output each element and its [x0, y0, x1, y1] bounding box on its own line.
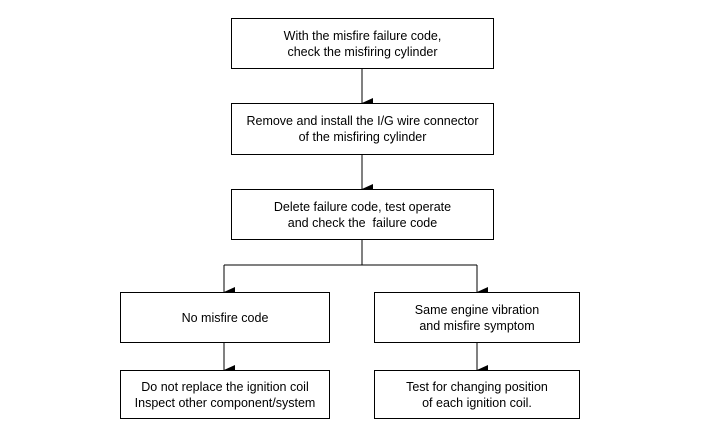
step-inspect-other-component: Do not replace the ignition coil Inspect… — [120, 370, 330, 419]
step-check-misfiring-cylinder-label: With the misfire failure code, check the… — [284, 28, 442, 60]
step-same-misfire-symptom: Same engine vibration and misfire sympto… — [374, 292, 580, 343]
step-reinstall-ig-connector: Remove and install the I/G wire connecto… — [231, 103, 494, 155]
step-text-line: Inspect other component/system — [134, 395, 316, 410]
step-text-line: Test for changing position — [406, 379, 548, 394]
step-no-misfire-code-label: No misfire code — [182, 310, 269, 326]
step-inspect-other-component-label: Do not replace the ignition coil Inspect… — [135, 379, 316, 411]
step-text-line: of the misfiring cylinder — [298, 130, 427, 144]
step-check-misfiring-cylinder: With the misfire failure code, check the… — [231, 18, 494, 69]
step-test-coil-position-label: Test for changing position of each ignit… — [406, 379, 548, 411]
step-delete-failure-code-label: Delete failure code, test operate and ch… — [274, 199, 451, 231]
step-text-line: Do not replace the ignition coil — [141, 379, 309, 394]
step-text-line: Same engine vibration — [414, 302, 540, 317]
step-test-coil-position: Test for changing position of each ignit… — [374, 370, 580, 419]
step-text-line: With the misfire failure code, — [283, 28, 442, 43]
step-text-line: and misfire symptom — [419, 318, 535, 333]
step-text-line: of each ignition coil. — [422, 395, 532, 410]
step-text-line: and check the failure code — [287, 215, 438, 230]
step-delete-failure-code: Delete failure code, test operate and ch… — [231, 189, 494, 240]
step-text-line: Delete failure code, test operate — [273, 199, 452, 214]
step-text-line: check the misfiring cylinder — [287, 44, 438, 59]
step-text-line: Remove and install the I/G wire connecto… — [246, 114, 479, 128]
step-text-line: No misfire code — [181, 310, 269, 325]
step-reinstall-ig-connector-label: Remove and install the I/G wire connecto… — [246, 113, 478, 145]
step-no-misfire-code: No misfire code — [120, 292, 330, 343]
step-same-misfire-symptom-label: Same engine vibration and misfire sympto… — [415, 302, 539, 334]
